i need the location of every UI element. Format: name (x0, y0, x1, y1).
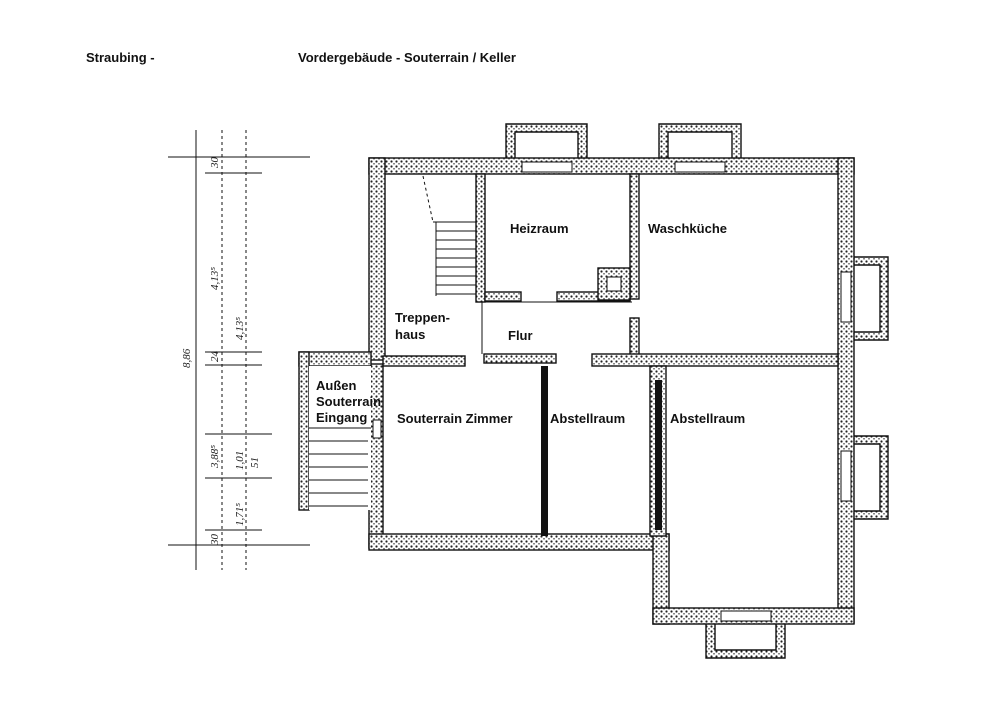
exterior-entrance (298, 351, 372, 511)
outer-walls (368, 157, 855, 625)
dim-upper-height-inner: 4,13⁵ (234, 317, 246, 340)
window-bay-right-lower (851, 435, 889, 520)
dim-wall-bottom: 30 (209, 534, 221, 547)
page-title: Vordergebäude - Souterrain / Keller (298, 50, 516, 65)
window-bay-top-left (505, 123, 588, 163)
room-label-abstellraum-2: Abstellraum (670, 411, 745, 426)
dim-total-height: 8,86 (181, 348, 193, 368)
location-label: Straubing - (86, 50, 155, 65)
dim-lower-a: 1,01 (234, 451, 246, 470)
room-label-souterrain-zimmer: Souterrain Zimmer (397, 411, 513, 426)
exterior-stairs (309, 440, 368, 507)
room-label-heizraum: Heizraum (510, 221, 569, 236)
room-label-aussen-line3: Eingang (316, 410, 367, 425)
window-bay-top-right (658, 123, 742, 163)
dim-wall-top: 30 (209, 157, 221, 170)
dim-lower-c: 1,71⁵ (234, 503, 246, 526)
room-label-treppenhaus-line1: Treppen- (395, 310, 450, 325)
room-label-abstellraum-1: Abstellraum (550, 411, 625, 426)
window-bay-right-upper (851, 256, 889, 341)
dim-upper-height: 4,13⁵ (209, 267, 221, 290)
room-label-aussen-line2: Souterrain (316, 394, 381, 409)
room-label-waschkueche: Waschküche (648, 221, 727, 236)
dim-lower-b: 51 (249, 457, 261, 468)
dim-wall-mid: 24 (209, 351, 221, 363)
dim-lower-height: 3,88⁵ (209, 445, 221, 469)
room-label-flur: Flur (508, 328, 533, 343)
room-label-treppenhaus-line2: haus (395, 327, 425, 342)
dimension-chain (168, 130, 310, 570)
interior-walls (382, 173, 839, 537)
room-label-aussen-line1: Außen (316, 378, 357, 393)
interior-stairs (422, 175, 476, 296)
